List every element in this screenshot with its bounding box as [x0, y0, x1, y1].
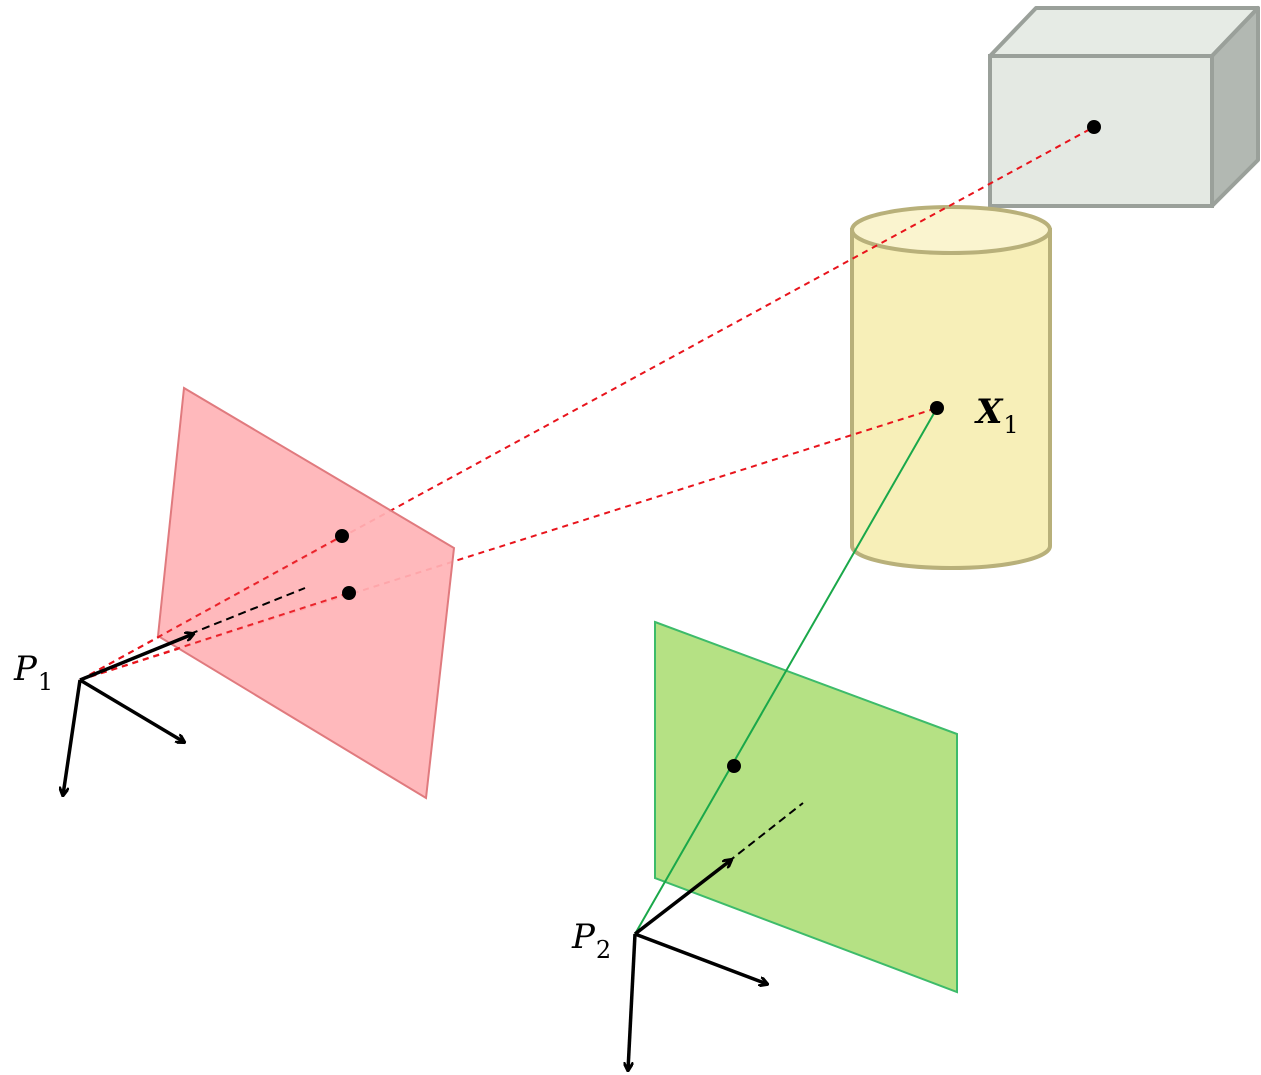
camera-2-label-sub: 2 [595, 936, 612, 964]
camera-1-label: P1 [14, 649, 53, 694]
camera-2-label: P2 [572, 917, 611, 962]
principal-axis-camera-1 [189, 587, 306, 635]
cylinder-body [850, 228, 1052, 570]
point-x1-label-main: X [976, 392, 1003, 432]
camera-1-axis-y [63, 679, 82, 795]
camera-2-axes [628, 860, 767, 1070]
x1-point [930, 401, 944, 415]
ray-to-x1-point [79, 407, 938, 681]
camera-1-axis-x [79, 678, 184, 742]
image-plane-2 [654, 620, 958, 994]
camera-1-axes [63, 634, 193, 795]
point-x1-label: X1 [976, 392, 1019, 437]
camera-1-axis-z [79, 634, 193, 682]
camera-1-label-main: P [14, 649, 37, 689]
image-1-point-box [335, 529, 349, 543]
camera-1-label-sub: 1 [37, 668, 54, 696]
projection-ray-camera-2 [634, 407, 938, 935]
principal-axis-camera-2 [727, 802, 804, 863]
points [335, 120, 1101, 773]
image-2-point-x1 [727, 759, 741, 773]
image-plane-1 [156, 386, 456, 800]
camera-2-axis-y [628, 933, 637, 1070]
camera-2-axis-x [634, 932, 767, 984]
cylinder-object [850, 205, 1052, 570]
projection-rays-camera-1-front [79, 535, 350, 681]
cylinder-top [850, 205, 1052, 255]
point-x1-label-sub: 1 [1003, 411, 1019, 439]
box-object [988, 6, 1260, 208]
box-point [1087, 120, 1101, 134]
camera-2-axis-z [633, 860, 731, 936]
camera-2-label-main: P [572, 917, 595, 957]
image-1-point-x1 [342, 586, 356, 600]
box-front-face [988, 54, 1214, 208]
